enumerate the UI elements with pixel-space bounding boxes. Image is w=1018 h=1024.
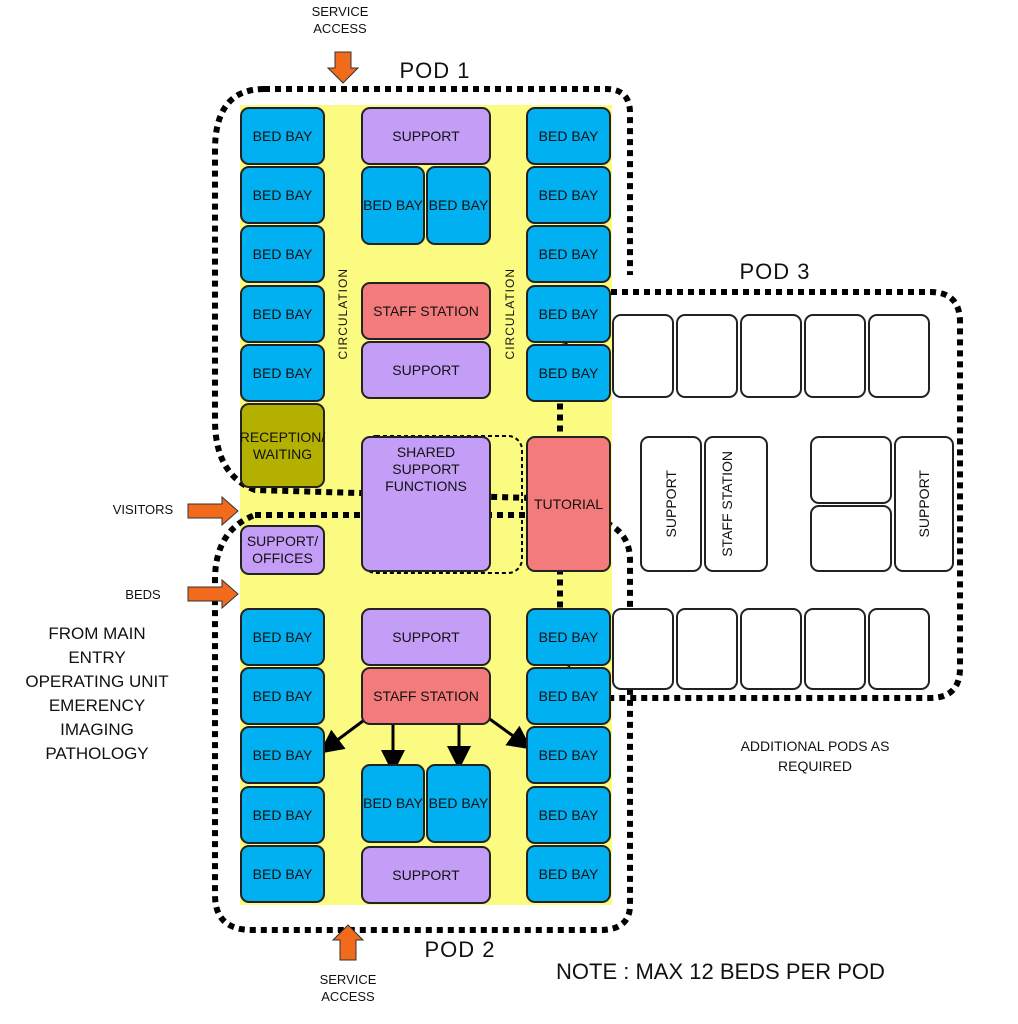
pod2-bed-bay-r2[interactable]: BED BAY	[526, 667, 611, 725]
support-offices[interactable]: SUPPORT/ OFFICES	[240, 525, 325, 575]
pod1-bed-bay-r5[interactable]: BED BAY	[526, 344, 611, 402]
pod1-bed-bay-l3[interactable]: BED BAY	[240, 225, 325, 283]
pod1-staff-station[interactable]: STAFF STATION	[361, 282, 491, 340]
pod1-bed-bay-r2[interactable]: BED BAY	[526, 166, 611, 224]
pod2-bed-bay-l4[interactable]: BED BAY	[240, 786, 325, 844]
pod1-outline	[212, 86, 633, 503]
pod3-bay-b3[interactable]	[740, 608, 802, 690]
pod3-staff-station[interactable]: STAFF STATION	[704, 436, 768, 572]
pod3-staff-station-label: STAFF STATION	[719, 451, 735, 557]
pod3-bay-t2[interactable]	[676, 314, 738, 398]
pod2-bed-bay-r3[interactable]: BED BAY	[526, 726, 611, 784]
pod2-bed-bay-r4[interactable]: BED BAY	[526, 786, 611, 844]
pod3-bay-b2[interactable]	[676, 608, 738, 690]
pod1-bed-bay-c1[interactable]: BED BAY	[361, 166, 425, 245]
pod1-bed-bay-r3[interactable]: BED BAY	[526, 225, 611, 283]
pod1-label: POD 1	[399, 58, 471, 83]
circulation-right-label: CIRCULATION	[503, 268, 517, 360]
max-beds-note: NOTE : MAX 12 BEDS PER POD	[556, 959, 885, 984]
pod3-support-right[interactable]: SUPPORT	[894, 436, 954, 572]
pod1-support-mid[interactable]: SUPPORT	[361, 341, 491, 399]
pod3-bay-t4[interactable]	[804, 314, 866, 398]
shared-support-functions[interactable]: SHARED SUPPORT FUNCTIONS	[361, 436, 491, 572]
pod2-outline	[212, 512, 633, 933]
pod1-bed-bay-r1[interactable]: BED BAY	[526, 107, 611, 165]
pod1-bed-bay-c2[interactable]: BED BAY	[426, 166, 491, 245]
beds-arrow	[187, 578, 239, 610]
pod3-bay-b5[interactable]	[868, 608, 930, 690]
pod2-bed-bay-l1[interactable]: BED BAY	[240, 608, 325, 666]
pod3-support-right-label: SUPPORT	[915, 470, 932, 538]
pod1-bed-bay-l4[interactable]: BED BAY	[240, 285, 325, 343]
pod1-bed-bay-r4[interactable]: BED BAY	[526, 285, 611, 343]
pod1-bed-bay-l2[interactable]: BED BAY	[240, 166, 325, 224]
pod2-support-bottom[interactable]: SUPPORT	[361, 846, 491, 904]
circulation-left-label: CIRCULATION	[336, 268, 350, 360]
pod3-support-left[interactable]: SUPPORT	[640, 436, 702, 572]
pod3-bay-t5[interactable]	[868, 314, 930, 398]
pod2-staff-station[interactable]: STAFF STATION	[361, 667, 491, 725]
pod2-bed-bay-l5[interactable]: BED BAY	[240, 845, 325, 903]
pod2-bed-bay-l3[interactable]: BED BAY	[240, 726, 325, 784]
pod1-bed-bay-l5[interactable]: BED BAY	[240, 344, 325, 402]
pod3-label: POD 3	[739, 259, 811, 284]
service-access-bottom-label: SERVICE ACCESS	[319, 972, 377, 1004]
pod2-bed-bay-c2[interactable]: BED BAY	[426, 764, 491, 843]
pod2-bed-bay-r1[interactable]: BED BAY	[526, 608, 611, 666]
service-arrow-bottom	[331, 924, 365, 961]
pod3-bay-b1[interactable]	[612, 608, 674, 690]
pod3-bay-t1[interactable]	[612, 314, 674, 398]
pod2-label: POD 2	[424, 937, 496, 962]
from-sources-list: FROM MAIN ENTRY OPERATING UNIT EMERENCY …	[25, 624, 169, 763]
pod2-bed-bay-r5[interactable]: BED BAY	[526, 845, 611, 903]
service-arrow-top	[326, 51, 360, 84]
tutorial-room[interactable]: TUTORIAL	[526, 436, 611, 572]
pod3-bay-t3[interactable]	[740, 314, 802, 398]
visitors-arrow	[187, 495, 239, 527]
pod2-bed-bay-c1[interactable]: BED BAY	[361, 764, 425, 843]
pod3-support-left-label: SUPPORT	[662, 470, 679, 538]
pod1-bed-bay-l1[interactable]: BED BAY	[240, 107, 325, 165]
service-access-top-label: SERVICE ACCESS	[311, 4, 369, 36]
pod3-bay-m1[interactable]	[810, 436, 892, 504]
reception-waiting[interactable]: RECEPTION/ WAITING	[240, 403, 325, 488]
additional-pods-label: ADDITIONAL PODS AS REQUIRED	[740, 738, 890, 774]
pod2-bed-bay-l2[interactable]: BED BAY	[240, 667, 325, 725]
pod3-bay-m2[interactable]	[810, 505, 892, 572]
beds-label: BEDS	[125, 587, 161, 602]
pod1-support-top[interactable]: SUPPORT	[361, 107, 491, 165]
visitors-label: VISITORS	[112, 502, 174, 517]
pod3-bay-b4[interactable]	[804, 608, 866, 690]
pod2-support-top[interactable]: SUPPORT	[361, 608, 491, 666]
